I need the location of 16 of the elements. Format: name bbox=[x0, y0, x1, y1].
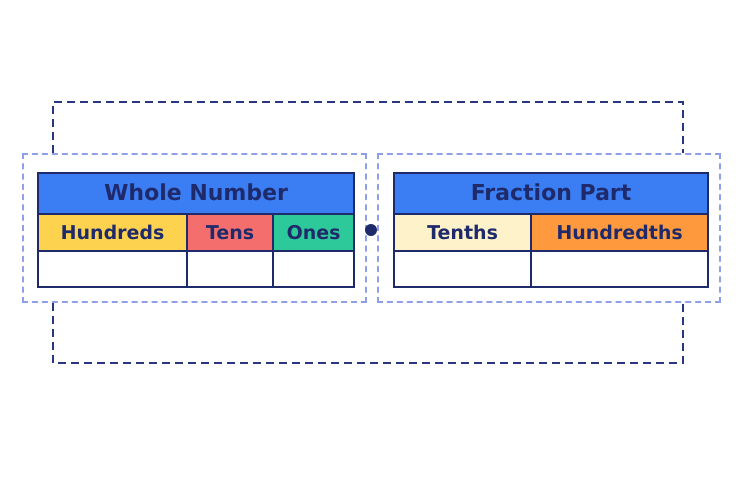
table-cell bbox=[393, 250, 532, 288]
table-header: Fraction Part bbox=[393, 172, 709, 215]
column-header: Ones bbox=[272, 213, 355, 252]
dashed-group-frame bbox=[22, 153, 367, 303]
table-cell bbox=[530, 250, 709, 288]
column-header: Hundreds bbox=[37, 213, 188, 252]
column-header: Hundredths bbox=[530, 213, 709, 252]
dashed-connector bbox=[52, 303, 684, 364]
column-header: Tenths bbox=[393, 213, 532, 252]
decimal-point bbox=[365, 224, 377, 236]
column-header: Tens bbox=[186, 213, 274, 252]
dashed-group-frame bbox=[377, 153, 721, 303]
table-cell bbox=[272, 250, 355, 288]
table-header: Whole Number bbox=[37, 172, 355, 215]
dashed-connector bbox=[52, 101, 684, 153]
table-cell bbox=[37, 250, 188, 288]
